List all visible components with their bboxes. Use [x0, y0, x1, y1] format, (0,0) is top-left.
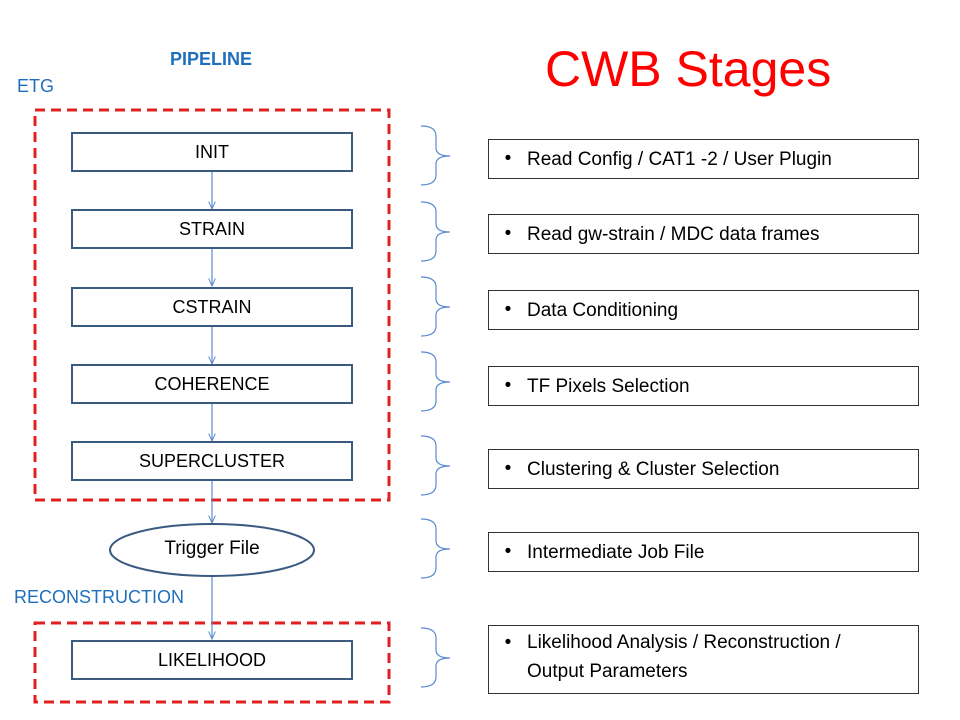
description-line-1: Likelihood Analysis / Reconstruction / — [527, 632, 841, 653]
bullet-icon: • — [504, 375, 512, 396]
pipeline-label: PIPELINE — [170, 49, 253, 69]
description-text: Read gw-strain / MDC data frames — [527, 223, 820, 245]
bullet-icon: • — [504, 223, 512, 244]
description-box-likelihood: • Likelihood Analysis / Reconstruction /… — [488, 625, 919, 694]
description-text: Data Conditioning — [527, 299, 679, 321]
description-text: TF Pixels Selection — [527, 375, 690, 397]
description-box-strain: • Read gw-strain / MDC data frames — [488, 214, 919, 254]
description-line-2: Output Parameters — [527, 661, 688, 682]
stage-cstrain: CSTRAIN — [71, 287, 353, 327]
etg-label: ETG — [17, 76, 55, 96]
stage-strain: STRAIN — [71, 209, 353, 249]
trigger-file-label: Trigger File — [164, 538, 260, 559]
reconstruction-label: RECONSTRUCTION — [14, 587, 184, 607]
description-box-coherence: • TF Pixels Selection — [488, 366, 919, 406]
brace-icon — [420, 435, 451, 496]
brace-icon — [420, 276, 451, 337]
bullet-icon: • — [504, 458, 512, 479]
stage-supercluster: SUPERCLUSTER — [71, 441, 353, 481]
description-box-supercluster: • Clustering & Cluster Selection — [488, 449, 919, 489]
page-title: CWB Stages — [545, 41, 832, 97]
stage-coherence: COHERENCE — [71, 364, 353, 404]
description-text: Intermediate Job File — [527, 541, 705, 563]
brace-icon — [420, 125, 451, 186]
bullet-icon: • — [504, 299, 512, 320]
description-box-trigger: • Intermediate Job File — [488, 532, 919, 572]
stage-likelihood: LIKELIHOOD — [71, 640, 353, 680]
trigger-file-ellipse — [109, 523, 315, 577]
brace-icon — [420, 518, 451, 579]
description-text: Likelihood Analysis / Reconstruction / O… — [527, 628, 841, 686]
description-text: Clustering & Cluster Selection — [527, 458, 780, 480]
description-text: Read Config / CAT1 -2 / User Plugin — [527, 148, 832, 170]
description-box-init: • Read Config / CAT1 -2 / User Plugin — [488, 139, 919, 179]
bullet-icon: • — [504, 148, 512, 169]
description-box-cstrain: • Data Conditioning — [488, 290, 919, 330]
stage-init: INIT — [71, 132, 353, 172]
bullet-icon: • — [504, 541, 512, 562]
brace-icon — [420, 201, 451, 262]
brace-icon — [420, 351, 451, 412]
bullet-icon: • — [504, 632, 512, 653]
brace-icon — [420, 627, 451, 688]
